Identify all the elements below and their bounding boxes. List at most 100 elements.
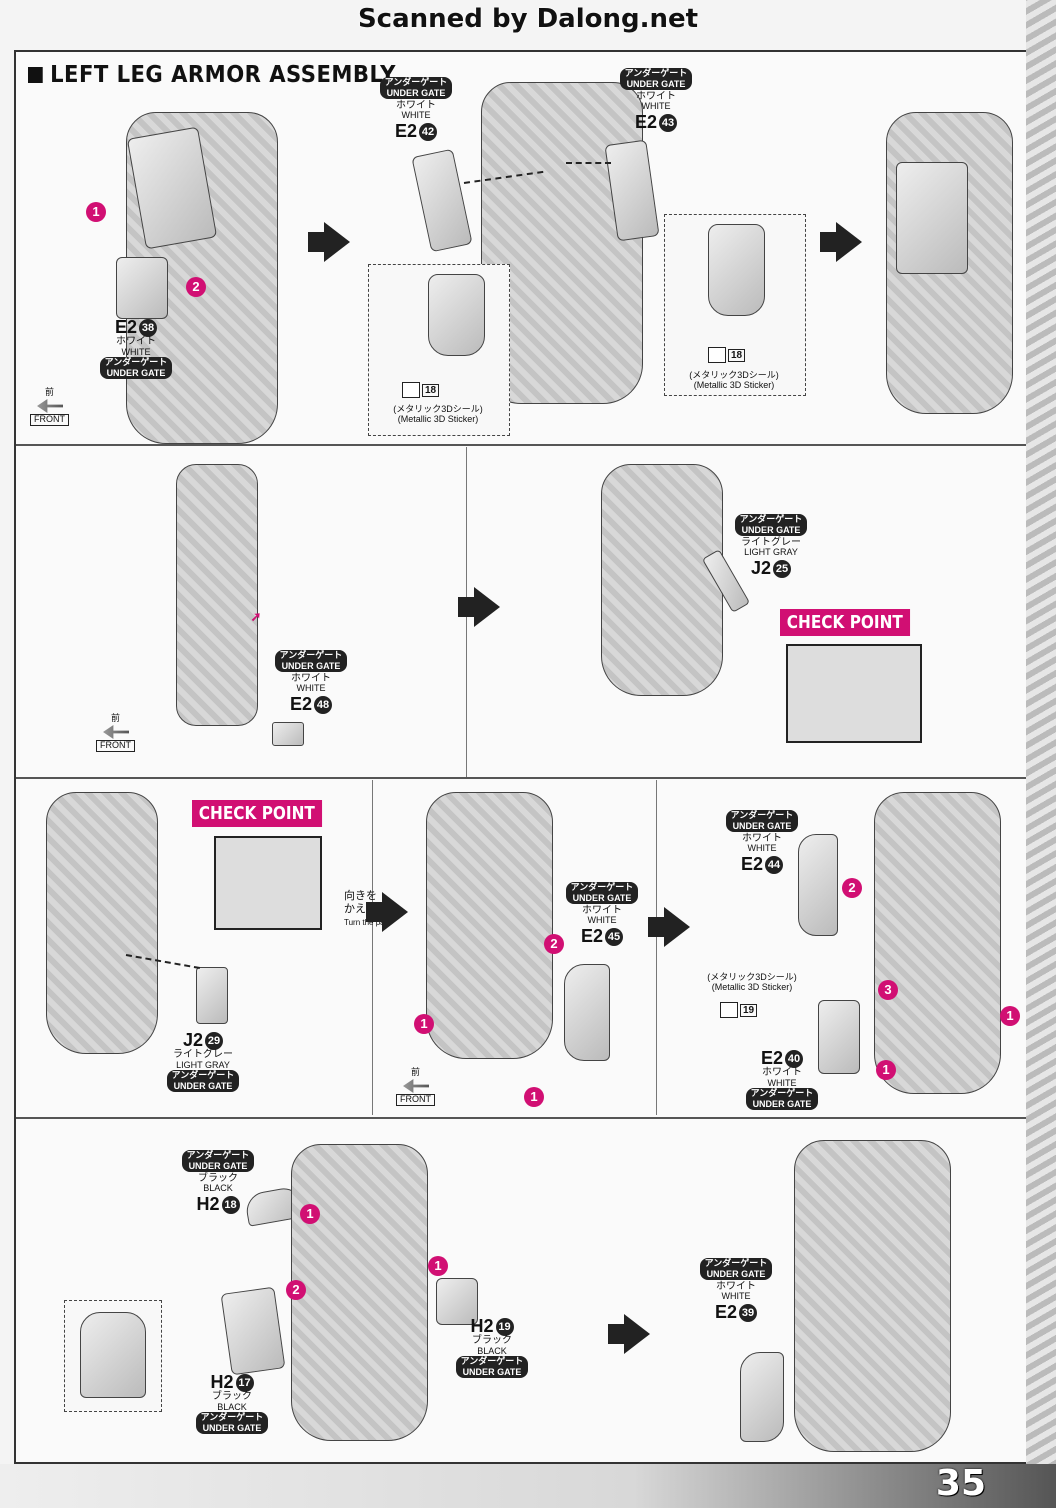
leg-illustration <box>426 792 553 1059</box>
gate-jp: アンダーゲート <box>200 1411 264 1422</box>
sticker-id-18: 18 <box>708 347 746 363</box>
check-point-detail <box>214 836 322 930</box>
code-text: E2 <box>714 1301 738 1322</box>
color-en: WHITE <box>401 110 431 121</box>
code-num: 29 <box>205 1032 224 1050</box>
color-jp: ホワイト <box>116 336 156 347</box>
gate-en: UNDER GATE <box>752 1098 812 1109</box>
gate-jp: アンダーゲート <box>171 1069 235 1080</box>
bottom-band-decoration <box>0 1464 1056 1508</box>
leg-illustration <box>601 464 723 696</box>
color-jp: ブラック <box>212 1391 252 1402</box>
turn-en: Turn the part. <box>344 918 392 928</box>
gate-en: UNDER GATE <box>281 661 341 671</box>
gate-jp: アンダーゲート <box>460 1355 524 1366</box>
gate-jp: アンダーゲート <box>704 1258 768 1268</box>
sticker-jp: (メタリック3Dシール) <box>689 370 779 380</box>
sticker-part-illustration <box>708 224 765 316</box>
leg-illustration <box>291 1144 428 1441</box>
code-text: E2 <box>289 693 313 714</box>
check-point-label: CHECK POINT <box>192 800 322 827</box>
code-num: 19 <box>495 1318 514 1336</box>
leg-illustration <box>874 792 1001 1094</box>
sticker-icon <box>402 382 420 398</box>
gate-en: UNDER GATE <box>462 1366 522 1377</box>
part-e2-42-illustration <box>411 148 473 253</box>
panel-separator <box>372 780 373 1115</box>
sticker-label: (メタリック3Dシール)(Metallic 3D Sticker) <box>692 972 812 993</box>
code-num: 25 <box>773 559 792 578</box>
check-point-label: CHECK POINT <box>780 609 910 636</box>
color-jp: ライトグレー <box>173 1049 233 1060</box>
color-jp: ホワイト <box>291 672 331 684</box>
code-num: 18 <box>221 1195 240 1214</box>
code-text: E2 <box>760 1048 784 1068</box>
sticker-icon <box>708 347 726 363</box>
code-num: 38 <box>139 319 158 337</box>
next-step-arrow <box>820 222 862 262</box>
sticker-jp: (メタリック3Dシール) <box>393 404 483 414</box>
step-2-badge: 2 <box>286 1280 306 1300</box>
code-num: 43 <box>659 113 678 132</box>
gate-en: UNDER GATE <box>202 1422 262 1433</box>
color-jp: ホワイト <box>762 1067 802 1078</box>
part-e2-44-illustration <box>798 834 838 936</box>
next-step-arrow <box>308 222 350 262</box>
part-j2-29-illustration <box>196 967 228 1024</box>
row-separator <box>16 444 1028 446</box>
step-2-badge: 2 <box>842 878 862 898</box>
color-jp: ホワイト <box>742 832 782 844</box>
color-jp: ホワイト <box>636 90 676 102</box>
front-indicator: 前 FRONT <box>30 387 69 426</box>
gate-en: UNDER GATE <box>106 367 166 378</box>
step-2-badge: 2 <box>544 934 564 954</box>
code-text: J2 <box>750 557 772 578</box>
code-num: 45 <box>605 927 624 946</box>
gate-en: UNDER GATE <box>741 525 801 535</box>
gate-jp: アンダーゲート <box>384 77 448 87</box>
page-number: 35 <box>935 1463 986 1504</box>
color-jp: ライトグレー <box>741 536 801 548</box>
sticker-en: (Metallic 3D Sticker) <box>397 414 479 425</box>
gate-jp: アンダーゲート <box>279 650 343 660</box>
sticker-num: 19 <box>740 1003 758 1017</box>
step-2-badge: 2 <box>186 277 206 297</box>
sticker-num: 18 <box>728 348 746 362</box>
turn-jp-1: 向きを <box>344 890 377 902</box>
title-square-icon <box>28 67 43 83</box>
gate-en: UNDER GATE <box>706 1269 766 1279</box>
code-text: E2 <box>634 111 658 132</box>
row-separator <box>16 1117 1028 1119</box>
front-en: FRONT <box>30 413 69 426</box>
part-e2-39-illustration <box>740 1352 784 1442</box>
step-1-badge: 1 <box>414 1014 434 1034</box>
front-arrow-icon <box>103 725 129 739</box>
next-step-arrow <box>366 892 408 932</box>
color-en: LIGHT GRAY <box>744 547 798 558</box>
part-e2-45-illustration <box>564 964 610 1061</box>
gate-en: UNDER GATE <box>173 1080 233 1091</box>
gate-en: UNDER GATE <box>572 893 632 903</box>
front-indicator: 前 FRONT <box>396 1067 435 1106</box>
part-e2-40-illustration <box>818 1000 860 1074</box>
part-e2-38-illustration <box>116 257 168 319</box>
gate-jp: アンダーゲート <box>570 882 634 892</box>
